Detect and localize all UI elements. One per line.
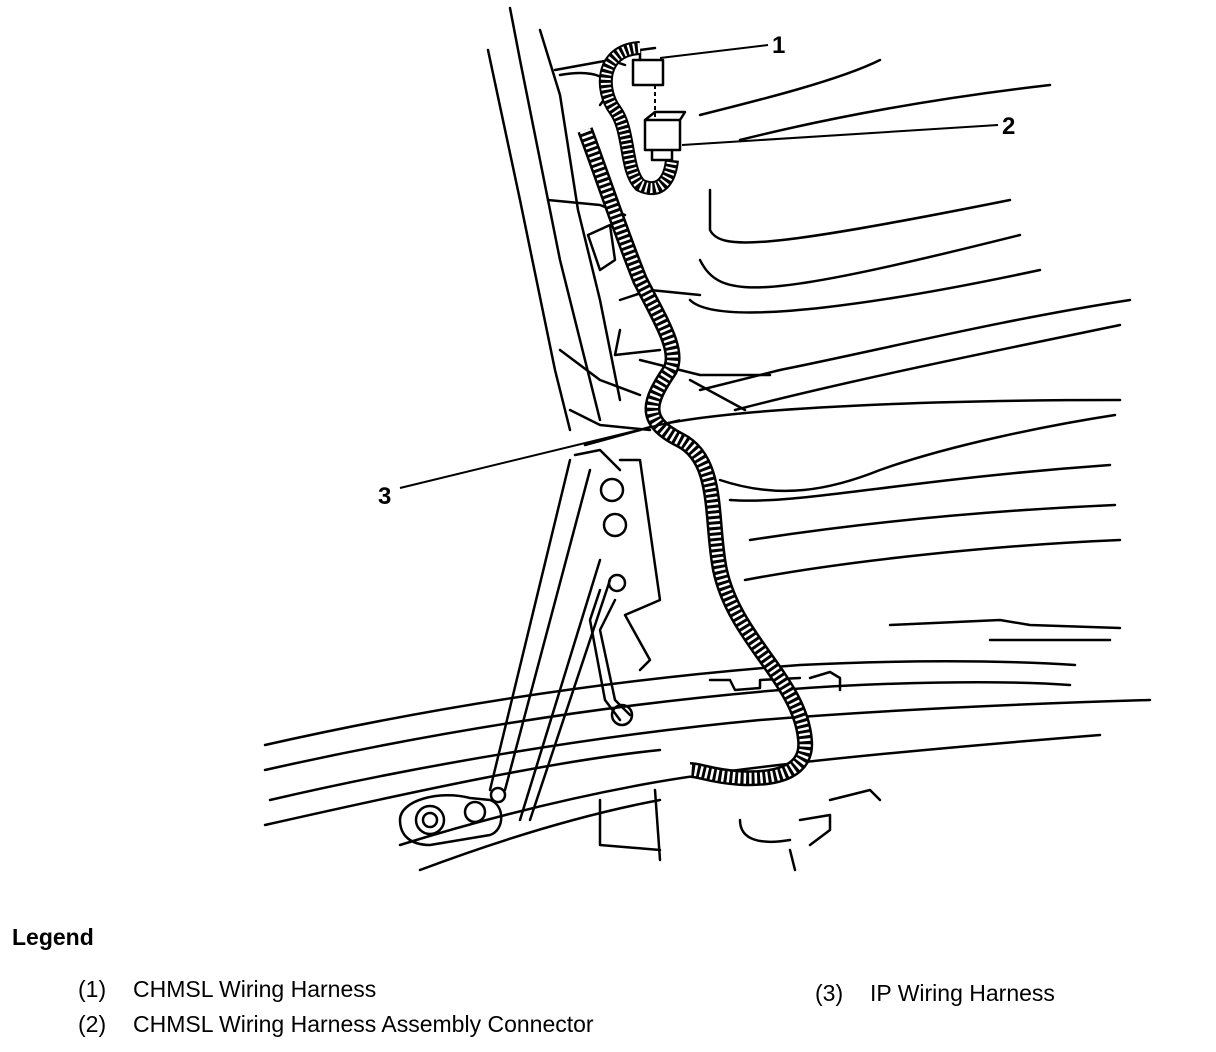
body-panel-lines [613, 58, 1132, 642]
legend-item-label: CHMSL Wiring Harness Assembly Connector [133, 1011, 594, 1037]
legend-item: (3) IP Wiring Harness [815, 980, 1055, 1007]
callout-1-leader [659, 44, 769, 59]
callout-3-leader [399, 419, 681, 489]
callout-2-leader [681, 124, 999, 146]
wiring-harness-illustration: 1 2 3 [263, 6, 1152, 872]
legend-item-number: (1) [78, 976, 107, 1002]
legend-item-label: CHMSL Wiring Harness [133, 976, 377, 1002]
legend-item-label: IP Wiring Harness [870, 980, 1055, 1006]
legend-title: Legend [12, 924, 94, 950]
legend-item: (1) CHMSL Wiring Harness [78, 976, 376, 1003]
legend-item-number: (3) [815, 980, 844, 1006]
wiring-harness-conduit [577, 41, 814, 787]
callout-1-number: 1 [772, 32, 785, 59]
callout-2-number: 2 [1002, 113, 1015, 140]
legend-item: (2) CHMSL Wiring Harness Assembly Connect… [78, 1011, 594, 1038]
hinge-strut-assembly [398, 448, 662, 847]
legend-item-number: (2) [78, 1011, 107, 1037]
rocker-sill-lines [263, 660, 1152, 872]
connector-2 [643, 110, 687, 162]
callout-3-number: 3 [378, 483, 391, 510]
harness-clip [586, 223, 617, 272]
